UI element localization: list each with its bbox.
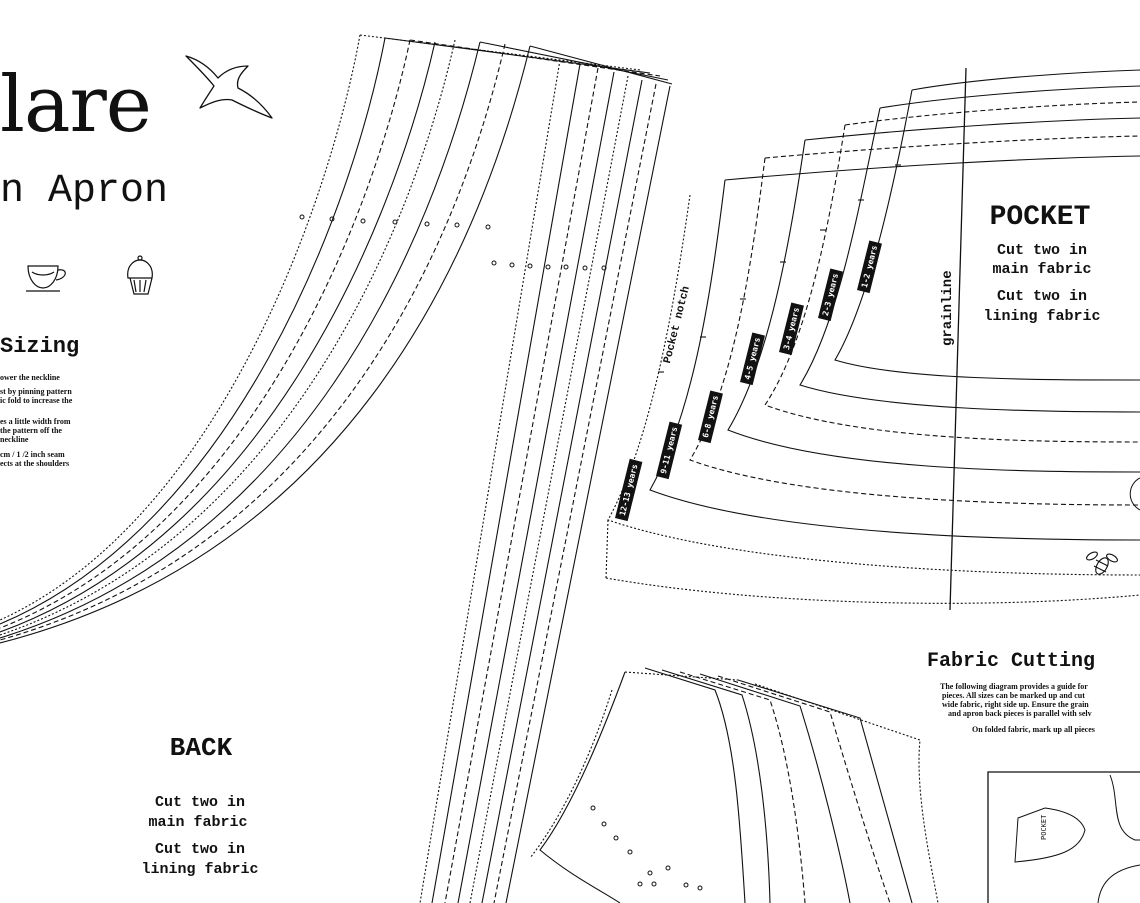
fabric-cutting-text: The following diagram provides a guide f… [940, 682, 1095, 734]
lower-pattern-dots [590, 805, 703, 891]
sizing-note: neckline [0, 435, 29, 444]
sizing-note: ic fold to increase the [0, 396, 73, 405]
sizing-note [0, 405, 72, 417]
teacup-icon [26, 265, 66, 292]
pocket-cut-main-1: Cut two in [996, 242, 1088, 259]
sizing-note: ower the neckline [0, 373, 60, 382]
back-cut-main-2: main fabric [148, 814, 248, 831]
grainline-arrow [949, 67, 967, 611]
back-pattern-dots [299, 214, 607, 271]
fabric-cutting-line: and apron back pieces is parallel with s… [948, 709, 1092, 718]
back-cut-lining-2: lining fabric [141, 861, 259, 878]
fabric-cutting-note: On folded fabric, mark up all pieces [972, 725, 1095, 734]
edge-fragment [1129, 477, 1140, 511]
sizing-note: st by pinning pattern [0, 387, 72, 396]
fabric-cutting-line: wide fabric, right side up. Ensure the g… [942, 700, 1089, 709]
back-cut-lining-1: Cut two in [154, 841, 246, 858]
pocket-cut-lining-1: Cut two in [996, 288, 1088, 305]
pattern-title: lare [0, 60, 152, 150]
sizing-note: es a little width from [0, 417, 71, 426]
sizing-heading: Sizing [0, 334, 80, 359]
grainline-label: grainline [940, 270, 956, 346]
sizing-note: ects at the shoulders [0, 459, 70, 468]
pattern-subtitle: n Apron [0, 169, 169, 214]
sizing-note: the pattern off the [0, 426, 62, 435]
back-heading: BACK [169, 733, 233, 763]
fabric-cutting-line: pieces. All sizes can be marked up and c… [942, 691, 1085, 700]
back-cut-main-1: Cut two in [154, 794, 246, 811]
lower-pattern-lines [529, 667, 939, 903]
sizing-notes: ower the neckline st by pinning pattern … [0, 373, 72, 468]
pocket-heading: POCKET [989, 202, 1091, 233]
pocket-cut-main-2: main fabric [992, 261, 1092, 278]
fabric-cutting-heading: Fabric Cutting [927, 650, 1096, 673]
sizing-note: cm / 1 /2 inch seam [0, 450, 65, 459]
pocket-cut-lining-2: lining fabric [983, 308, 1101, 325]
pocket-pattern-lines [605, 69, 1140, 604]
bird-icon [185, 55, 273, 119]
fabric-cutting-line: The following diagram provides a guide f… [940, 682, 1088, 691]
svg-text:POCKET: POCKET [1040, 814, 1048, 840]
fabric-cutting-diagram: POCKET [987, 771, 1140, 903]
back-pattern-lines [0, 34, 673, 903]
cupcake-icon [127, 255, 153, 295]
bee-icon [1086, 551, 1118, 575]
